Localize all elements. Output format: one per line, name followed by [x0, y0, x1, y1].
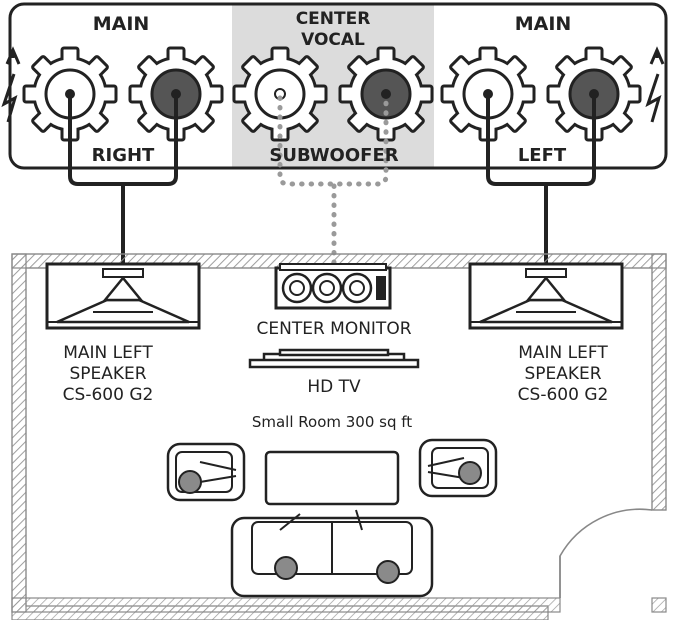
person-head-2 [458, 461, 482, 485]
wire-right [68, 94, 178, 264]
main-left-speaker-icon-2 [468, 262, 624, 330]
person-head-1 [178, 470, 202, 494]
center-monitor-label: CENTER MONITOR [256, 319, 411, 339]
left-speaker-label-line1: MAIN LEFT [63, 343, 153, 363]
amplifier-panel: MAIN CENTER VOCAL MAIN [1, 2, 668, 170]
right-speaker-label-line2: SPEAKER [524, 364, 601, 384]
left-speaker-label-line3: CS-600 G2 [63, 385, 154, 405]
person-head-4 [376, 560, 400, 584]
subwoofer-label: SUBWOOFER [269, 145, 398, 166]
main-right-header: MAIN [93, 13, 150, 35]
right-speaker-label-line1: MAIN LEFT [518, 343, 608, 363]
door[interactable] [559, 508, 653, 598]
room-size-label: Small Room 300 sq ft [252, 413, 412, 431]
knob-center-minus[interactable] [338, 46, 434, 142]
wire-left [486, 94, 596, 264]
center-header-line1: CENTER [296, 9, 371, 29]
hd-tv-icon [248, 348, 420, 369]
main-left-speaker-icon-1 [45, 262, 201, 330]
person-head-3 [274, 556, 298, 580]
armchair-right [418, 438, 498, 498]
center-header-line2: VOCAL [301, 30, 365, 50]
coffee-table [264, 450, 400, 506]
lightning-icon-right [645, 46, 665, 123]
armchair-left [166, 442, 246, 502]
lightning-icon-left [1, 46, 21, 123]
sofa [230, 509, 434, 598]
left-channel-label: LEFT [518, 145, 567, 166]
wire-subwoofer-dotted [277, 95, 389, 273]
left-speaker-label-line2: SPEAKER [69, 364, 146, 384]
center-monitor-icon [274, 263, 392, 310]
right-speaker-label-line3: CS-600 G2 [518, 385, 609, 405]
right-channel-label: RIGHT [92, 145, 155, 166]
main-left-header: MAIN [515, 13, 572, 35]
hd-tv-label: HD TV [307, 377, 361, 397]
